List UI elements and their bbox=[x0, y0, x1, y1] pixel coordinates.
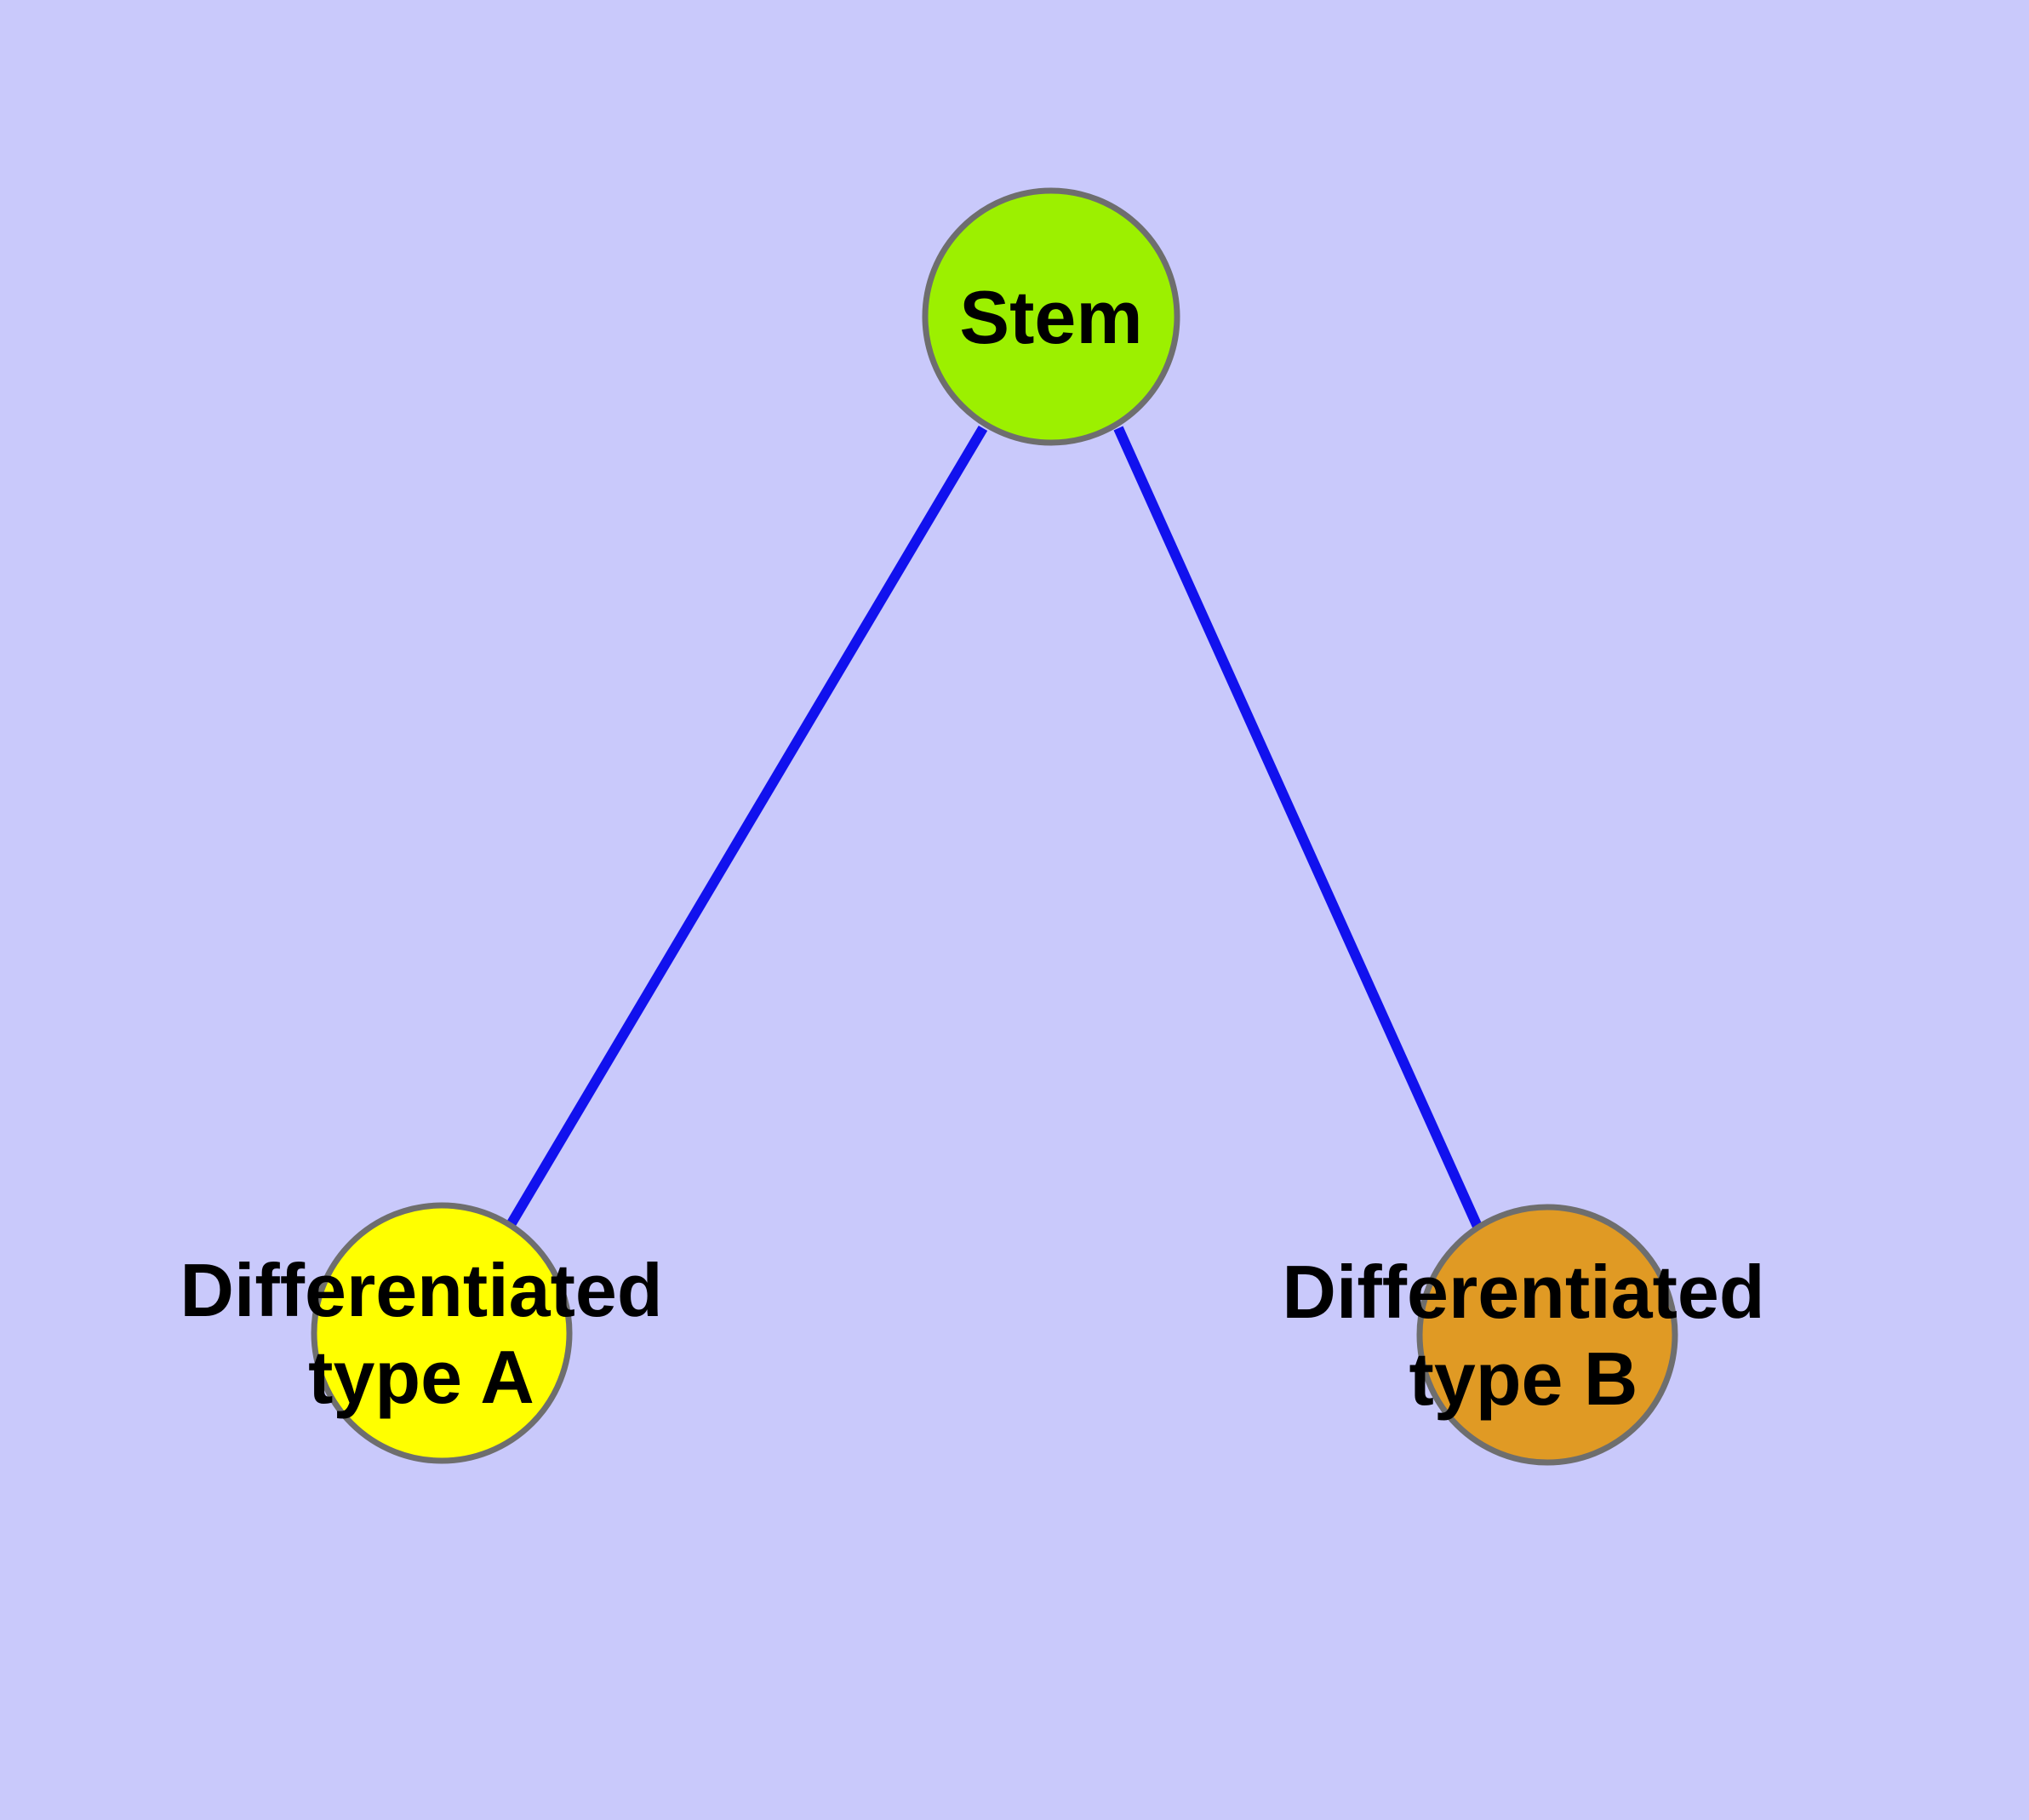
edge-stem-to-differentiated-type-a[interactable] bbox=[506, 425, 988, 1227]
node-label-line: Differentiated bbox=[180, 1248, 662, 1332]
node-label-line: type A bbox=[308, 1335, 534, 1419]
node-circle-differentiated-type-a[interactable] bbox=[311, 1202, 573, 1464]
node-label-line: type B bbox=[1409, 1336, 1638, 1421]
node-label-line: Differentiated bbox=[1282, 1250, 1764, 1334]
edge-stem-to-differentiated-type-b[interactable] bbox=[1113, 426, 1483, 1231]
edges-layer bbox=[506, 425, 1483, 1231]
nodes-layer bbox=[311, 187, 1678, 1466]
node-label-line: Stem bbox=[959, 275, 1142, 359]
node-circle-stem[interactable] bbox=[922, 187, 1180, 446]
node-label-stem: Stem bbox=[959, 275, 1142, 359]
node-circle-differentiated-type-b[interactable] bbox=[1416, 1204, 1678, 1466]
